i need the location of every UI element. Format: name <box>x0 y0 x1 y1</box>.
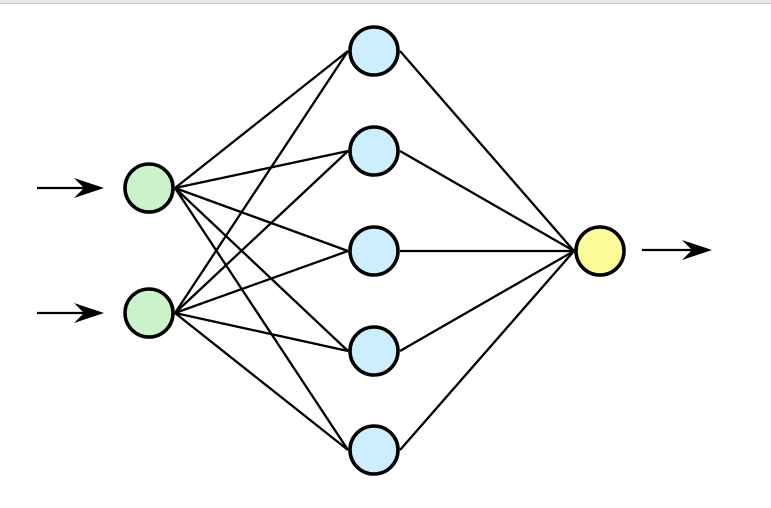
input-node-2 <box>123 287 175 339</box>
output-node-1 <box>574 225 626 277</box>
window-top-strip <box>0 0 771 4</box>
edge-hidden2-output1 <box>399 150 575 252</box>
input-node-1 <box>123 162 175 214</box>
input-arrow-2-head-icon <box>74 303 104 323</box>
edge-input1-hidden1 <box>174 50 349 189</box>
hidden-node-1 <box>348 25 400 77</box>
hidden-node-4 <box>348 325 400 377</box>
input-arrow-1-head-icon <box>74 178 104 198</box>
hidden-node-3 <box>348 225 400 277</box>
edge-input1-hidden4 <box>174 187 349 352</box>
edge-input2-hidden5 <box>174 312 349 451</box>
edge-input2-hidden1 <box>174 50 349 314</box>
edge-input2-hidden2 <box>174 150 349 314</box>
edge-input2-hidden4 <box>174 311 349 353</box>
edge-input1-hidden2 <box>174 149 349 190</box>
output-arrow-1-head-icon <box>682 240 712 260</box>
edge-input2-hidden3 <box>174 249 349 315</box>
edge-hidden1-output1 <box>399 50 575 252</box>
edge-input1-hidden5 <box>174 187 349 451</box>
hidden-node-2 <box>348 125 400 177</box>
edge-hidden4-output1 <box>399 250 575 352</box>
edge-input1-hidden3 <box>174 186 349 253</box>
hidden-node-5 <box>348 424 400 476</box>
edge-hidden5-output1 <box>399 250 575 451</box>
